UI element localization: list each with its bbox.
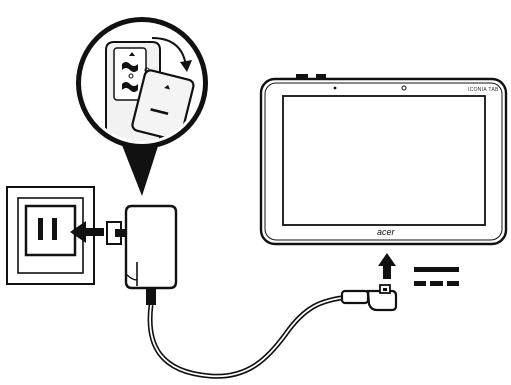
arrow-left-icon — [70, 221, 104, 243]
dc-connector — [340, 284, 398, 312]
clip-prong-mark — [150, 108, 169, 115]
plug-clip — [131, 69, 195, 141]
arrow-up-icon — [378, 253, 396, 279]
tablet-brand-logo: ICONIA TAB — [468, 87, 499, 93]
outlet-slot-left — [38, 218, 43, 240]
prong-contact-bottom — [122, 82, 138, 92]
slot-triangle-marker — [129, 52, 135, 56]
tablet-screen — [282, 95, 486, 226]
tablet-camera — [401, 85, 407, 91]
tablet-device: ICONIA TAB acer — [259, 74, 508, 246]
tablet-button-right — [316, 74, 326, 79]
outlet-slot-right — [52, 218, 57, 240]
tablet-button-left — [296, 74, 308, 79]
direct-current-symbol-icon — [414, 267, 459, 286]
clip-detail-inset — [76, 17, 208, 196]
clip-triangle-marker — [164, 84, 170, 90]
power-adapter-icon — [106, 204, 178, 305]
prong-contact-top — [122, 62, 138, 72]
tablet-bezel — [264, 82, 503, 241]
tablet-maker-logo: acer — [377, 227, 396, 237]
inset-pointer — [120, 140, 160, 196]
charging-cable — [147, 294, 349, 379]
slot-dot — [128, 73, 134, 79]
tablet-sensor — [333, 86, 337, 90]
rotate-arrow-head — [180, 60, 192, 72]
